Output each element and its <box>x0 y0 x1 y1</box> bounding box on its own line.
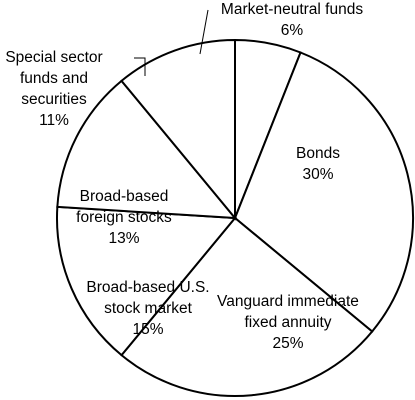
slice-label: Bonds 30% <box>296 145 340 183</box>
slice-label-line: Broad-based <box>80 188 169 205</box>
slice-value-label: 13% <box>108 230 139 247</box>
slice-label-line: funds and <box>20 70 88 87</box>
pie-slice <box>56 205 238 357</box>
slice-value-label: 11% <box>39 112 69 129</box>
slice-label: Market-neutral funds 6% <box>221 1 363 39</box>
slice-label: Broad-based U.S. stock market 15% <box>86 279 209 338</box>
slice-label-line: Market-neutral funds <box>221 1 363 18</box>
slice-label-line: Special sector <box>5 49 102 66</box>
slice-label-line: Bonds <box>296 145 340 162</box>
slice-label-line: fixed annuity <box>244 314 331 331</box>
slice-value-label: 25% <box>272 335 303 352</box>
pie-slice <box>233 51 414 333</box>
pie-slice <box>120 216 374 397</box>
slice-label-line: foreign stocks <box>76 209 172 226</box>
slice-label-line: Vanguard immediate <box>217 293 359 310</box>
slice-label-line: Broad-based U.S. <box>86 279 209 296</box>
slice-label: Special sector funds and securities 11% <box>5 49 102 129</box>
leader-line <box>134 57 146 76</box>
slice-value-label: 30% <box>302 166 333 183</box>
slice-value-label: 15% <box>132 321 163 338</box>
slice-label: Vanguard immediate fixed annuity 25% <box>217 293 359 352</box>
pie-slice <box>56 79 238 220</box>
slice-label-line: securities <box>21 91 87 108</box>
slice-label-line: stock market <box>104 300 193 317</box>
pie-slice <box>120 38 236 221</box>
slice-labels: Market-neutral funds 6% Bonds 30% Vanguard i… <box>5 1 363 352</box>
pie-slices <box>56 38 414 397</box>
slice-value-label: 6% <box>281 22 304 39</box>
slice-label: Broad-based foreign stocks 13% <box>76 188 172 247</box>
leader-line <box>199 9 209 55</box>
leader-lines <box>134 9 209 76</box>
